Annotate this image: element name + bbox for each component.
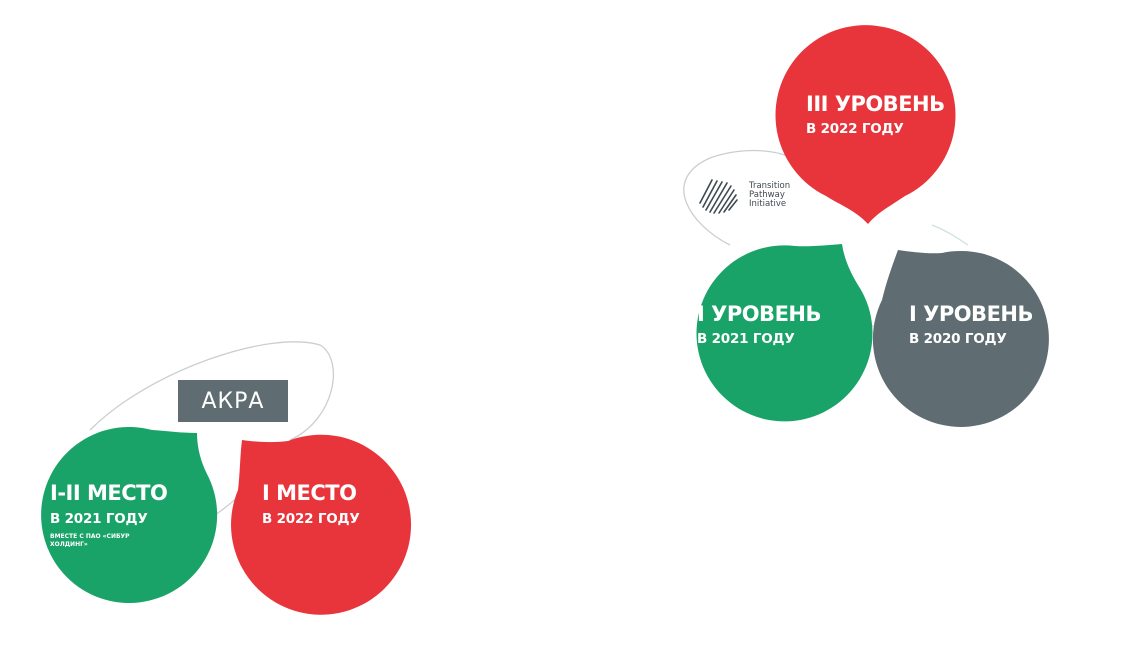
tpi-wordmark: Transition Pathway Initiative xyxy=(749,182,790,209)
left-green-note: ВМЕСТЕ С ПАО «СИБУР ХОЛДИНГ» xyxy=(50,533,130,549)
left-red-bubble xyxy=(231,434,412,615)
tpi-line-1: Transition xyxy=(749,181,791,191)
right-green-bubble xyxy=(696,244,873,422)
right-group-outline xyxy=(683,149,801,246)
left-group-outline xyxy=(89,341,334,441)
left-green-bubble xyxy=(41,426,218,603)
right-green-title: I УРОВЕНЬ xyxy=(697,302,822,326)
left-green-year: В 2021 ГОДУ xyxy=(50,511,148,527)
tpi-line-2: Pathway xyxy=(749,189,785,200)
left-red-year: В 2022 ГОДУ xyxy=(262,511,360,527)
right-green-year: В 2021 ГОДУ xyxy=(697,331,795,347)
left-green-title: I-II МЕСТО xyxy=(50,481,168,505)
right-red-year: В 2022 ГОДУ xyxy=(806,121,904,137)
right-red-title: III УРОВЕНЬ xyxy=(806,92,945,116)
right-gray-year: В 2020 ГОДУ xyxy=(909,331,1007,347)
tpi-line-3: Initiative xyxy=(749,198,787,209)
right-gray-title: I УРОВЕНЬ xyxy=(909,302,1034,326)
acra-logo: АКРА xyxy=(178,380,288,422)
tpi-logo-icon xyxy=(699,179,738,214)
right-gray-bubble xyxy=(872,250,1049,427)
right-red-bubble xyxy=(775,25,956,224)
left-red-title: I МЕСТО xyxy=(262,481,357,505)
